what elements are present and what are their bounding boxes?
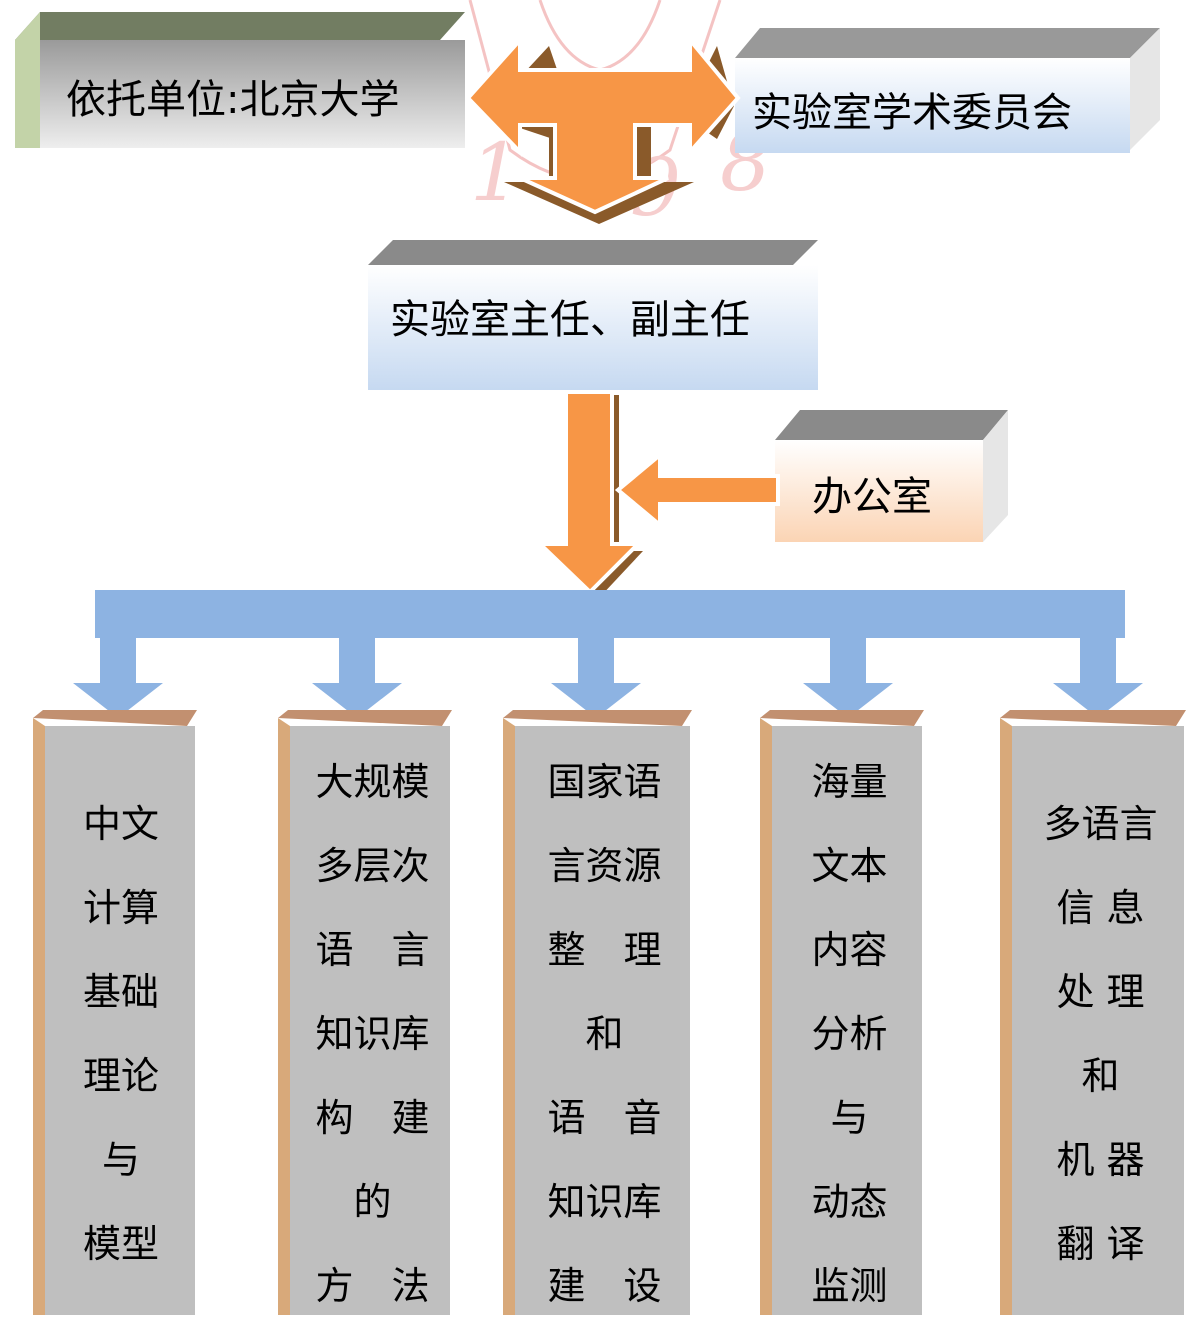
pillar-top-1 [278,710,452,726]
column-line: 模型 [82,1222,159,1266]
column-line: 动态 [811,1180,888,1224]
column-line: 知识库 [547,1180,662,1224]
column-line: 整 理 [547,928,662,972]
pillar-front-2 [515,726,690,1315]
column-basic-theory: 中文计算基础理论与模型 [40,782,202,1286]
column-line: 与 [101,1138,140,1182]
column-line: 言资源 [547,844,662,888]
column-line: 语 音 [547,1096,662,1140]
column-line: 建 设 [547,1264,662,1308]
column-line: 翻 译 [1056,1222,1145,1266]
column-line: 方 法 [315,1264,430,1308]
pillar-top-4 [1000,710,1186,726]
column-arrow-4 [1053,636,1143,718]
column-line: 处 理 [1056,970,1145,1014]
pillar-side-0 [33,718,45,1315]
column-line: 与 [830,1096,869,1140]
office-label: 办公室 [812,474,932,520]
director-box [368,240,818,390]
column-line: 信 息 [1056,886,1145,930]
column-line: 理论 [82,1054,159,1098]
host-unit-box [15,12,465,148]
pillar-group [33,636,1186,1315]
column-line: 多语言 [1043,802,1158,846]
column-language-resources: 国家语言资源整 理和语 音知识库建 设 [517,740,692,1328]
column-line: 和 [585,1012,624,1056]
office-box [775,410,1008,542]
pillar-side-2 [503,718,515,1315]
column-line: 构 建 [315,1096,430,1140]
pillar-top-0 [33,710,197,726]
column-line: 分析 [811,1012,888,1056]
column-line: 的 [353,1180,392,1224]
pillar-side-4 [1000,718,1012,1315]
column-text-analysis: 海量文本内容分析与动态监测 [772,740,927,1328]
host-unit-label: 依托单位:北京大学 [66,77,400,123]
committee-label: 实验室学术委员会 [752,90,1072,136]
column-line: 知识库 [315,1012,430,1056]
t-connector-arrow [465,34,741,224]
director-down-arrow [535,390,643,598]
column-line: 计算 [82,886,159,930]
column-arrow-2 [551,636,641,718]
pillar-top-3 [760,710,924,726]
column-line: 海量 [811,760,888,804]
pillar-front-1 [290,726,450,1315]
pillar-front-4 [1012,726,1184,1315]
blue-bracket [95,590,1125,638]
pillar-side-3 [760,718,772,1315]
pillar-front-3 [772,726,922,1315]
column-knowledge-base: 大规模多层次语 言知识库构 建的方 法 [290,740,455,1328]
committee-box [735,28,1160,153]
column-line: 内容 [811,928,888,972]
column-line: 机 器 [1056,1138,1145,1182]
column-line: 国家语 [547,760,662,804]
column-line: 多层次 [315,844,430,888]
column-arrow-1 [312,636,402,718]
director-label: 实验室主任、副主任 [390,297,750,343]
column-line: 监测 [811,1264,888,1308]
column-arrow-0 [73,636,163,718]
pillar-side-1 [278,718,290,1315]
column-line: 和 [1081,1054,1120,1098]
column-line: 中文 [82,802,159,846]
column-arrow-3 [803,636,893,718]
pillar-top-2 [503,710,692,726]
office-left-arrow [614,450,780,530]
column-line: 语 言 [315,928,430,972]
column-line: 文本 [811,844,888,888]
pillar-front-0 [45,726,195,1315]
column-line: 基础 [82,970,159,1014]
column-line: 大规模 [315,760,430,804]
column-machine-translation: 多语言信 息处 理和机 器翻 译 [1013,782,1188,1286]
